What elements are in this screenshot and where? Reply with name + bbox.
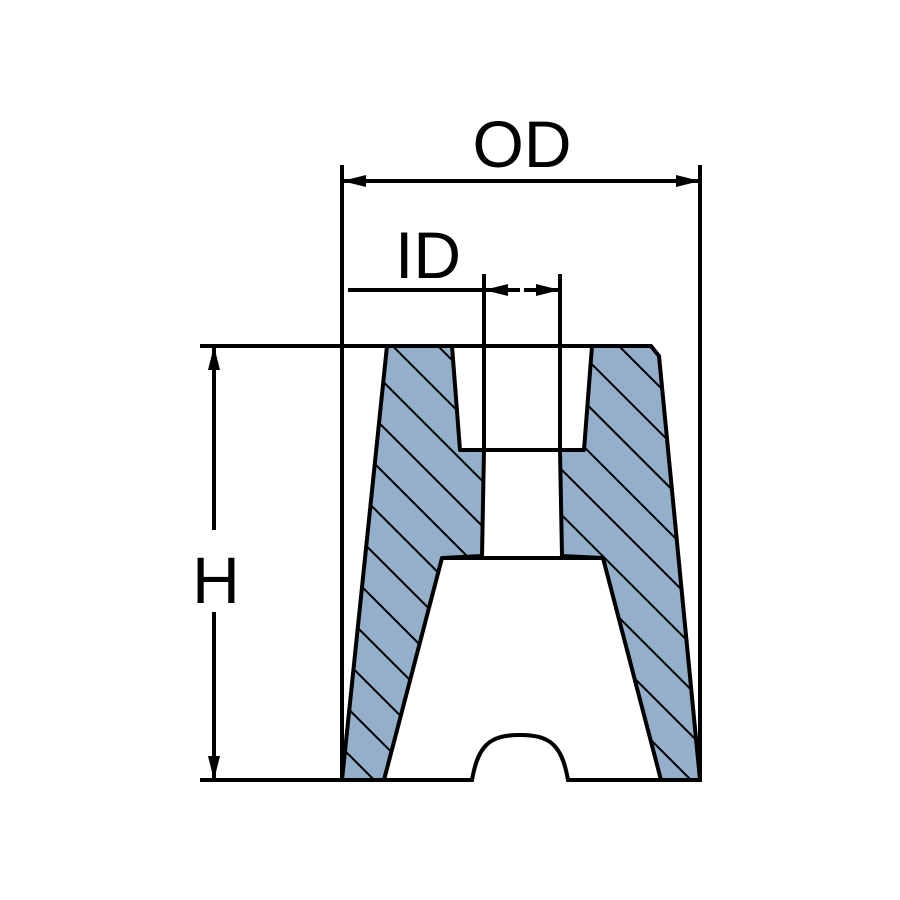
right-section-hatch xyxy=(558,344,702,782)
base-outline-with-notch xyxy=(342,732,700,782)
id-label: ID xyxy=(395,218,461,292)
od-label: OD xyxy=(473,107,572,181)
left-section-hatch xyxy=(340,344,486,782)
h-label: H xyxy=(192,543,240,617)
id-dimension xyxy=(348,274,562,450)
left-section xyxy=(340,344,486,782)
h-dimension xyxy=(200,344,652,782)
right-section xyxy=(558,344,702,782)
od-dimension xyxy=(340,165,702,782)
